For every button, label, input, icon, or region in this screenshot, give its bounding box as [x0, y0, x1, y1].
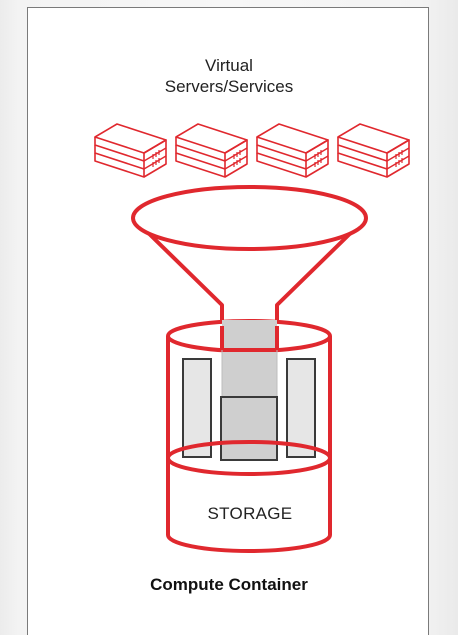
funnel-icon	[133, 187, 366, 326]
server-icon	[257, 124, 328, 177]
server-icon	[95, 124, 166, 177]
server-icon	[338, 124, 409, 177]
vm-block	[221, 397, 277, 460]
server-icon	[176, 124, 247, 177]
compute-container-caption: Compute Container	[0, 575, 458, 595]
storage-label: STORAGE	[168, 504, 332, 524]
